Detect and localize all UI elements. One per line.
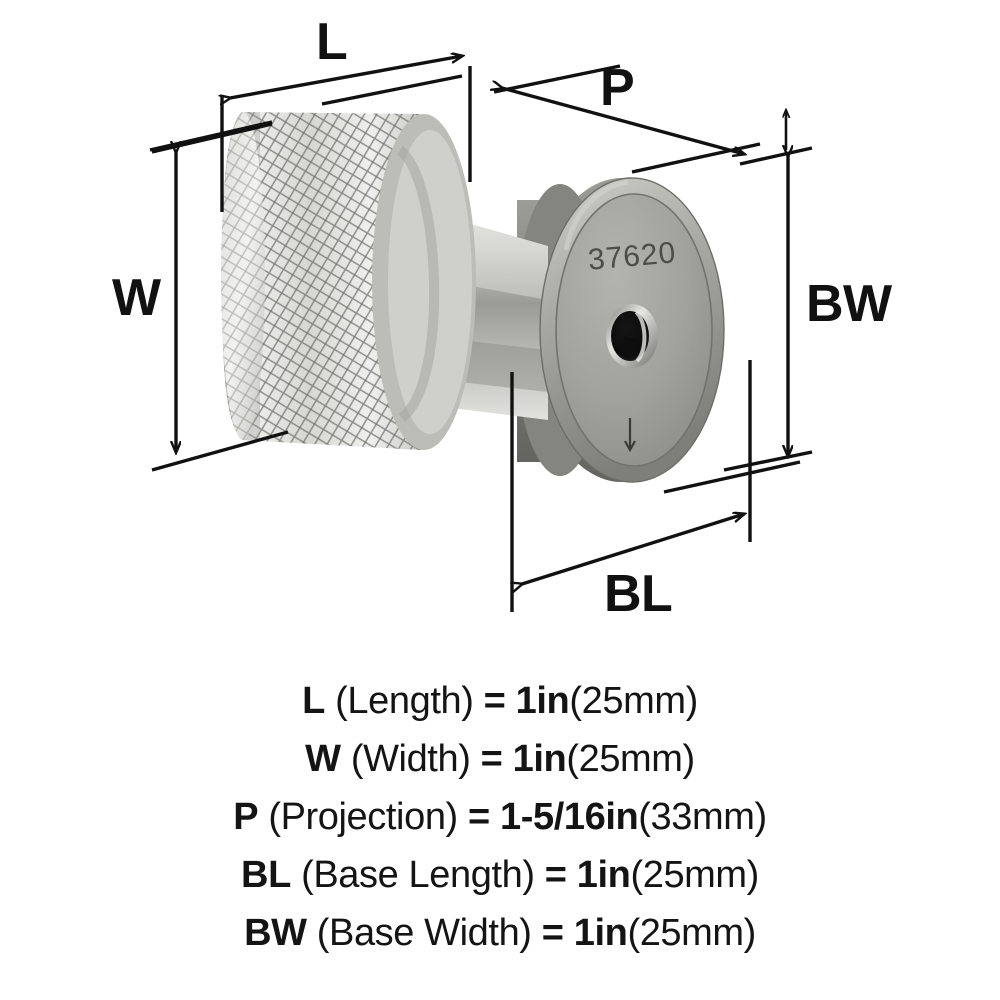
spec-metric-bl: (25mm)	[630, 854, 759, 896]
spec-name-l: (Length)	[335, 680, 474, 722]
spec-row-base-width: BW (Base Width) = 1in(25mm)	[0, 904, 1000, 962]
screw-hole-gloss	[634, 310, 647, 363]
spec-abbr-bw: BW	[244, 912, 307, 954]
dimension-arrow-p	[502, 88, 744, 154]
head-bore-shadow	[396, 146, 440, 422]
spec-eq-l: =	[483, 680, 506, 722]
dimension-label-p: P	[600, 59, 635, 117]
spec-eq-w: =	[480, 738, 503, 780]
dimension-arrow-bl	[522, 514, 744, 584]
spec-row-width: W (Width) = 1in(25mm)	[0, 730, 1000, 788]
spec-metric-bw: (25mm)	[627, 912, 756, 954]
spec-row-projection: P (Projection) = 1-5/16in(33mm)	[0, 788, 1000, 846]
orientation-arrow-marking	[624, 418, 636, 453]
screw-hole	[611, 311, 649, 361]
base-disc-outline	[539, 177, 725, 483]
spec-name-bl: (Base Length)	[301, 854, 535, 896]
spec-name-p: (Projection)	[268, 796, 458, 838]
dimension-lines	[149, 56, 813, 612]
spec-value-w: 1in	[512, 738, 567, 780]
spec-abbr-p: P	[233, 796, 259, 838]
leader-bw-top	[739, 146, 813, 166]
spec-metric-w: (25mm)	[566, 738, 695, 780]
spec-abbr-w: W	[305, 738, 341, 780]
dimension-label-w: W	[112, 269, 161, 327]
spec-value-bl: 1in	[576, 854, 631, 896]
spec-value-l: 1in	[515, 680, 570, 722]
leader-w-bottom	[151, 430, 289, 472]
dimension-arrow-l	[230, 56, 462, 98]
spec-name-bw: (Base Width)	[316, 912, 532, 954]
leader-bw-bottom	[723, 450, 813, 472]
leader-l-top-right	[321, 74, 463, 106]
dimension-label-l: L	[316, 13, 348, 71]
knob-illustration	[221, 112, 725, 483]
base-disc-inner-groove	[555, 193, 713, 467]
specifications-list: L (Length) = 1in(25mm) W (Width) = 1in(2…	[0, 672, 1000, 962]
spec-eq-p: =	[468, 796, 490, 838]
screw-hole-slot	[620, 336, 640, 356]
spec-row-length: L (Length) = 1in(25mm)	[0, 672, 1000, 730]
diagram-canvas	[149, 0, 813, 612]
spec-metric-p: (33mm)	[638, 796, 767, 838]
spec-abbr-bl: BL	[241, 854, 291, 896]
dimension-label-bw: BW	[806, 275, 892, 333]
base-disc-highlight	[563, 179, 629, 251]
knurled-head-left-cap-texture	[221, 112, 265, 440]
dimension-label-bl: BL	[604, 565, 673, 623]
spec-name-w: (Width)	[350, 738, 471, 780]
spec-metric-l: (25mm)	[569, 680, 698, 722]
spec-eq-bl: =	[544, 854, 567, 896]
spec-eq-bw: =	[541, 912, 564, 954]
product-diagram: L P W BW BL 37620	[112, 0, 892, 623]
leader-bl-right	[663, 460, 801, 494]
leader-p-right	[631, 142, 761, 174]
spec-value-bw: 1in	[573, 912, 628, 954]
spec-row-base-length: BL (Base Length) = 1in(25mm)	[0, 846, 1000, 904]
spec-abbr-l: L	[302, 680, 325, 722]
spec-value-p: 1-5/16in	[499, 796, 639, 838]
